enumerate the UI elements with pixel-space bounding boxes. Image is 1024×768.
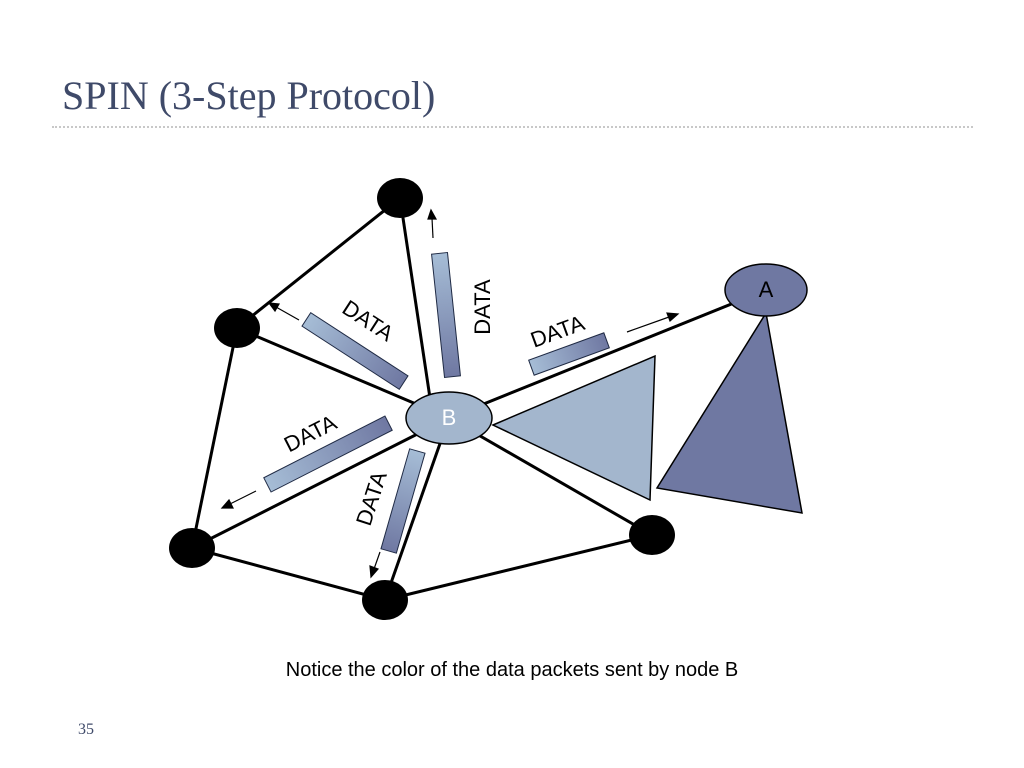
- link-bottomleft-b: [191, 416, 450, 550]
- arrow-to-bottom-icon: [369, 551, 381, 579]
- node-b-label: B: [442, 405, 457, 430]
- sensor-node-bottom-left: [169, 528, 215, 568]
- link-top-b: [398, 197, 435, 419]
- link-bottomright-b: [448, 416, 653, 537]
- diagram-caption: Notice the color of the data packets sen…: [285, 659, 739, 681]
- node-b-triangle: [491, 354, 656, 502]
- arrow-to-lower-left-icon: [220, 490, 257, 509]
- link-upperleft-bottomleft: [190, 327, 239, 549]
- link-b-a: [448, 288, 767, 420]
- data-packet-lower-left: [263, 415, 393, 493]
- node-b: [405, 391, 493, 445]
- node-a-triangle: [655, 310, 803, 514]
- packet-label-top: DATA: [470, 279, 495, 335]
- arrow-to-upper-left-icon: [267, 302, 300, 321]
- sensor-node-upper-left: [214, 308, 260, 348]
- slide-number: 35: [78, 721, 94, 738]
- node-a: [724, 263, 808, 317]
- sensor-node-bottom-right: [629, 515, 675, 555]
- slide-title: SPIN (3-Step Protocol): [62, 73, 436, 118]
- link-bottom-bottomright: [384, 533, 653, 602]
- data-packet-upper-left: [301, 312, 409, 390]
- data-packet-bottom: [380, 448, 426, 554]
- sensor-node-bottom: [362, 580, 408, 620]
- node-a-label: A: [759, 277, 774, 302]
- link-bottom-b: [383, 417, 451, 601]
- link-bottomleft-bottom: [191, 546, 386, 602]
- title-divider: [52, 126, 973, 128]
- data-packet-top: [431, 251, 461, 379]
- arrow-to-top-icon: [427, 208, 438, 239]
- sensor-node-top: [377, 178, 423, 218]
- arrow-to-a-icon: [626, 312, 680, 333]
- link-top-upperleft: [236, 196, 401, 330]
- packet-label-bottom: DATA: [351, 468, 392, 529]
- network-links: [190, 196, 767, 602]
- data-packet-to-a: [528, 332, 610, 376]
